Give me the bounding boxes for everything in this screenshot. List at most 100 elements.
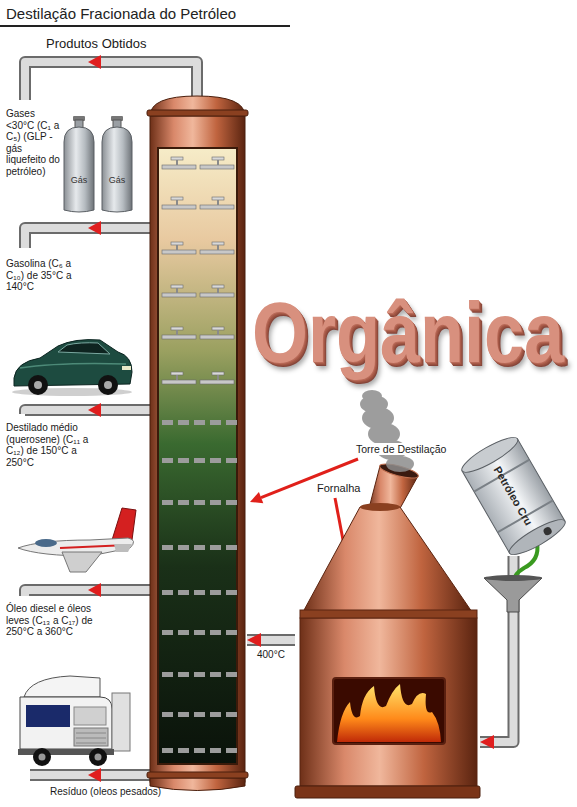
distillation-tower <box>162 748 173 753</box>
output-pipes <box>88 55 101 69</box>
distillation-tower <box>178 672 189 677</box>
output-pipes <box>25 228 152 248</box>
distillation-tower <box>162 590 173 595</box>
output-pipes <box>25 590 152 596</box>
distillation-tower <box>200 335 234 339</box>
output-pipes <box>25 410 152 414</box>
distillation-tower <box>150 112 245 782</box>
distillation-tower <box>194 748 205 753</box>
distillation-tower <box>171 197 183 200</box>
output-pipes <box>88 768 101 782</box>
truck-picture <box>74 728 108 746</box>
distillation-tower <box>162 165 196 169</box>
truck-picture <box>18 676 130 766</box>
smoke-picture <box>362 390 382 402</box>
distillation-tower <box>200 205 234 209</box>
callout-arrow <box>250 492 263 503</box>
distillation-tower <box>217 330 219 335</box>
distillation-tower <box>171 372 183 375</box>
gas-cylinder <box>102 116 132 212</box>
gas-cylinder-outline <box>102 116 132 212</box>
output-pipes <box>25 62 197 100</box>
gas-cylinder: Gás <box>102 116 132 212</box>
distillation-tower <box>217 160 219 165</box>
distillation-tower <box>226 420 237 425</box>
car-picture <box>20 364 126 369</box>
gas-cylinder: Gás <box>64 116 94 212</box>
distillation-tower <box>162 420 173 425</box>
oil-barrel <box>458 432 569 560</box>
product-label: Óleo diesel e óleos leves (C₁₃ a C₁₇) de… <box>6 603 98 638</box>
oil-barrel <box>474 460 553 533</box>
truck-picture <box>112 693 130 751</box>
title-underline <box>0 25 290 27</box>
product-label: Resíduo (oleos pesados) <box>50 786 161 798</box>
distillation-tower <box>178 748 189 753</box>
distillation-tower <box>226 712 237 717</box>
distillation-tower <box>217 200 219 205</box>
gas-cylinder <box>102 127 132 212</box>
oil-barrel <box>506 514 569 560</box>
distillation-tower <box>212 372 224 375</box>
output-pipes <box>25 410 152 414</box>
output-pipes <box>25 228 152 248</box>
car-picture <box>12 340 132 396</box>
gas-cylinder <box>64 116 94 212</box>
oil-barrel <box>458 432 521 478</box>
distillation-tower <box>178 545 189 550</box>
output-pipes <box>25 62 197 100</box>
pipe-connector <box>247 633 295 647</box>
furnace-shape <box>337 684 441 742</box>
output-pipes <box>88 221 101 235</box>
distillation-tower <box>178 420 189 425</box>
distillation-tower <box>194 420 205 425</box>
distillation-tower <box>226 500 237 505</box>
distillation-tower <box>194 672 205 677</box>
distillation-tower <box>210 420 221 425</box>
furnace-outline <box>295 505 480 800</box>
node-text: Fornalha <box>316 482 361 495</box>
truck-picture <box>89 748 107 766</box>
distillation-tower <box>162 500 173 505</box>
distillation-tower <box>200 293 234 297</box>
product-label: Gasolina (C₆ a C₁₀) de 35°C a 140°C <box>6 258 92 293</box>
car-picture <box>34 381 42 389</box>
distillation-tower <box>147 110 248 116</box>
distillation-tower <box>171 327 183 330</box>
node-text: Gás <box>109 175 126 185</box>
distillation-tower <box>176 160 178 165</box>
distillation-tower <box>194 500 205 505</box>
output-pipes <box>88 583 101 597</box>
diagram-title: Destilação Fracionada do Petróleo <box>6 5 236 22</box>
logo-word: Orgânica <box>252 289 564 375</box>
output-pipes <box>88 403 101 417</box>
distillation-tower-outline <box>148 95 247 792</box>
distillation-tower <box>226 672 237 677</box>
funnel-picture <box>484 575 542 581</box>
furnace-shape <box>360 503 400 511</box>
product-label: Gases <30°C (C₁ a C₅) (GLP - gás liquefe… <box>6 108 60 177</box>
furnace-shape <box>300 618 477 786</box>
distillation-tower <box>162 293 196 297</box>
distillation-tower: Torre de Destilação <box>148 95 247 792</box>
distillation-tower <box>194 630 205 635</box>
distillation-tower <box>212 157 224 160</box>
truck-picture <box>24 676 100 697</box>
distillation-tower <box>158 148 237 764</box>
output-pipes <box>25 590 152 596</box>
gas-cylinder-outline <box>64 116 94 212</box>
distillation-tower <box>162 380 196 384</box>
distillation-tower <box>212 285 224 288</box>
distillation-tower <box>210 712 221 717</box>
furnace-shape <box>300 610 477 618</box>
distillation-tower <box>217 375 219 380</box>
distillation-tower <box>178 712 189 717</box>
distillation-tower <box>210 458 221 463</box>
distillation-tower <box>226 748 237 753</box>
jet-picture <box>18 508 136 572</box>
funnel-picture <box>484 578 542 612</box>
distillation-tower <box>176 245 178 250</box>
distillation-tower <box>194 545 205 550</box>
